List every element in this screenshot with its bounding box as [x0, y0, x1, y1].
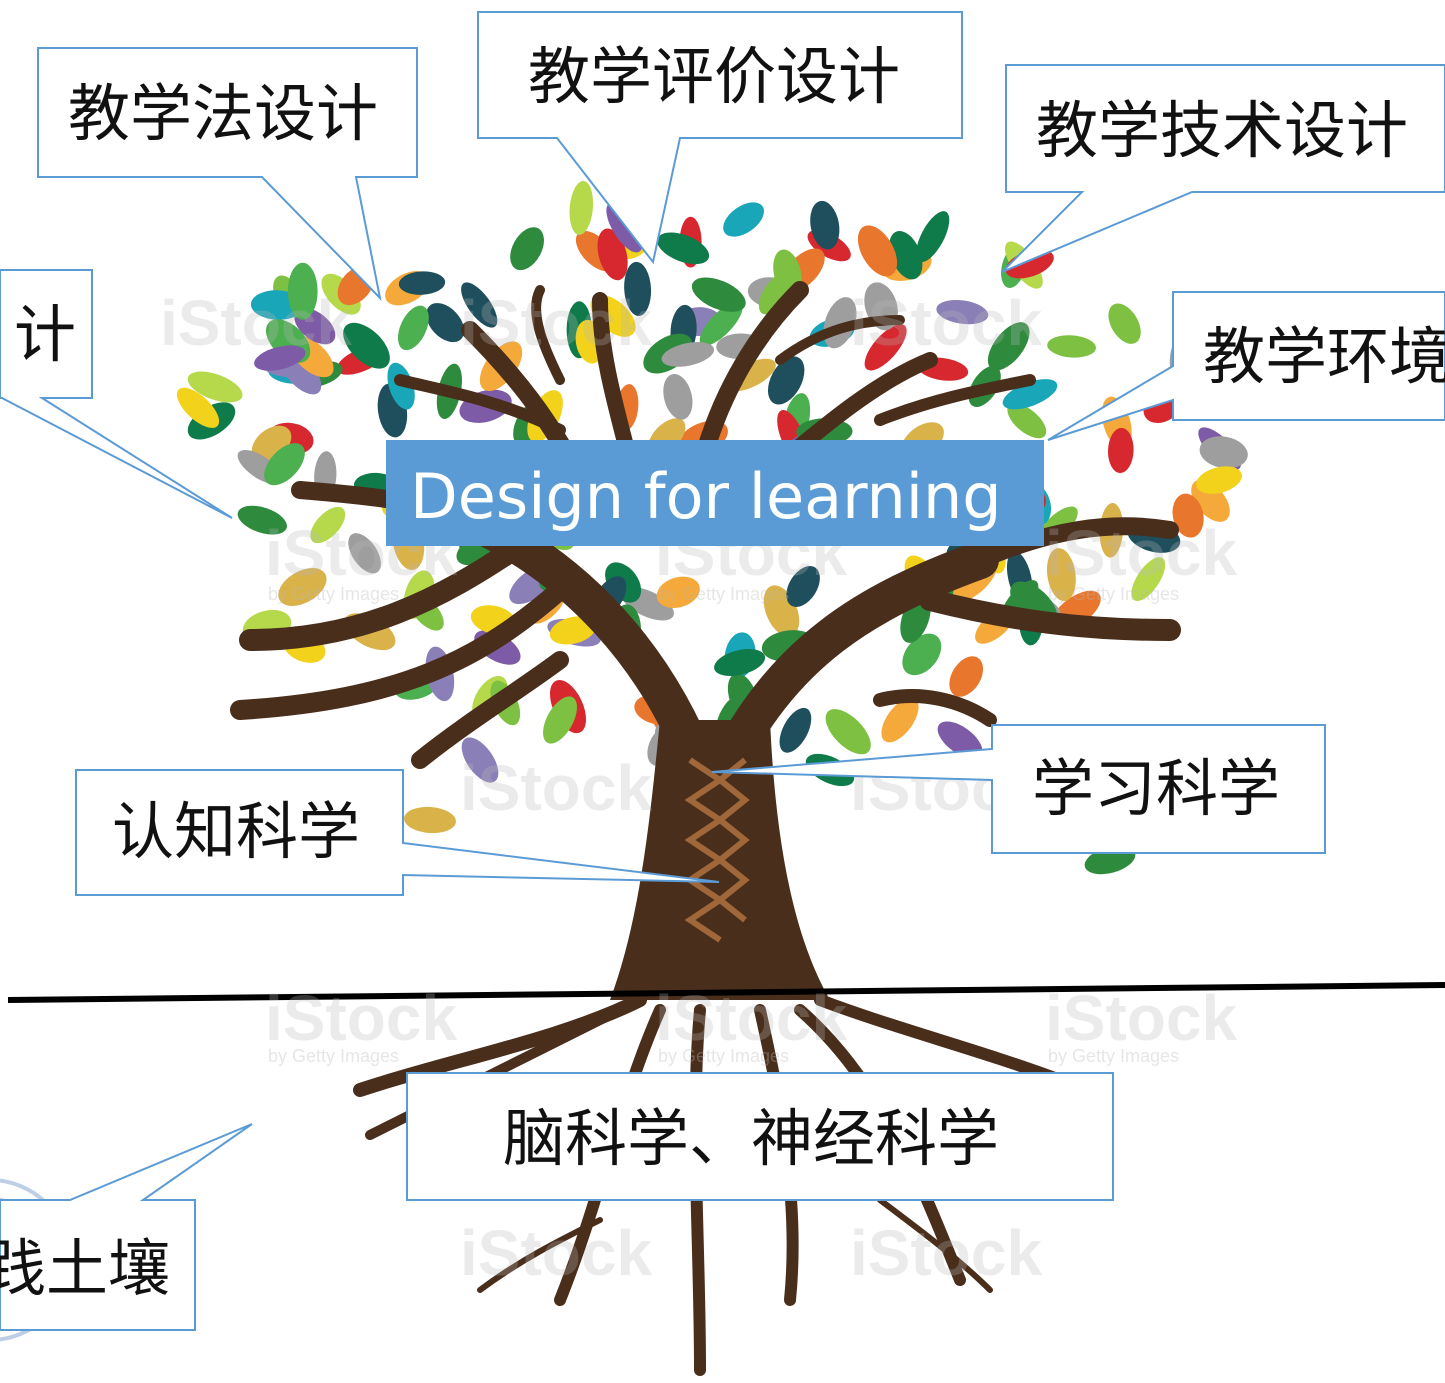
label-learning-science: 学习科学	[1032, 752, 1280, 825]
label-brain-neuroscience: 脑科学、神经科学	[503, 1102, 999, 1175]
leaf	[1196, 466, 1242, 494]
callout-left-partial-shape	[0, 269, 233, 519]
callout-pedagogy-shape	[37, 47, 418, 302]
leaf	[187, 371, 243, 403]
leaf	[987, 322, 1030, 371]
leaf	[810, 200, 840, 250]
leaf	[1046, 548, 1076, 602]
label-pedagogy: 教学法设计	[68, 77, 378, 150]
leaf	[1007, 403, 1047, 439]
watermark-subtext: by Getty Images	[658, 1046, 789, 1066]
watermark-text: iStock	[850, 287, 1042, 359]
leaf	[569, 180, 594, 235]
leaf	[343, 322, 390, 369]
leaf	[786, 566, 820, 607]
leaf	[461, 282, 498, 328]
leaf	[1002, 379, 1058, 410]
label-cognitive-science: 认知科学	[112, 795, 360, 868]
leaf	[1199, 436, 1248, 469]
leaf	[1131, 557, 1166, 602]
leaf	[723, 202, 765, 237]
leaf	[426, 303, 465, 343]
leaf	[937, 721, 983, 759]
callout-cognitive-shape	[75, 769, 720, 896]
leaf	[825, 709, 871, 755]
leaf	[657, 232, 710, 265]
ground-line	[7, 982, 1445, 1003]
leaf	[278, 568, 327, 606]
callouts	[0, 11, 1445, 1331]
label-assessment: 教学评价设计	[528, 40, 900, 113]
watermark-text: iStock	[850, 1217, 1042, 1289]
watermark-text: iStock	[460, 1217, 652, 1289]
leaf	[949, 656, 984, 697]
leaf	[398, 271, 446, 295]
leaf	[176, 387, 220, 428]
leaf	[624, 261, 652, 316]
leaf	[461, 737, 499, 783]
leaf	[864, 324, 907, 371]
label-left-partial: 计	[14, 298, 76, 371]
watermark-text: iStock	[460, 287, 652, 359]
leaf	[779, 707, 812, 753]
leaf	[1107, 427, 1134, 474]
leaf	[1108, 303, 1141, 344]
leaf	[699, 301, 743, 346]
leaf	[404, 806, 456, 834]
watermark-text: iStock	[265, 982, 457, 1054]
leaf	[264, 443, 305, 486]
leaf	[881, 697, 919, 743]
leaf	[661, 342, 715, 367]
leaf	[902, 633, 942, 676]
callout-assessment-shape	[477, 11, 963, 265]
leaf	[714, 648, 766, 677]
leaf	[510, 227, 544, 271]
watermark-subtext: by Getty Images	[1048, 1046, 1179, 1066]
leaf	[287, 262, 318, 320]
watermark-text: iStock	[460, 752, 652, 824]
trunk-texture	[684, 757, 750, 943]
leaf	[1047, 335, 1096, 358]
watermark-text: iStock	[160, 287, 352, 359]
leaf	[936, 299, 989, 325]
watermark-subtext: by Getty Images	[268, 584, 399, 604]
callout-technology-shape	[1001, 64, 1445, 273]
callout-learning-shape	[711, 724, 1326, 854]
leaf	[237, 505, 287, 535]
leaf	[691, 277, 746, 312]
leaf	[656, 576, 700, 609]
watermark-subtext: by Getty Images	[268, 1046, 399, 1066]
leaf	[606, 202, 643, 253]
watermark-subtext: by Getty Images	[1048, 584, 1179, 604]
leaf	[348, 533, 381, 574]
callout-soil-shape	[0, 1123, 253, 1331]
title-box	[386, 440, 1044, 546]
leaf	[767, 356, 805, 405]
label-soil: 践土壤	[0, 1232, 170, 1305]
leaf	[310, 506, 346, 544]
leaf	[397, 305, 429, 351]
watermark-text: iStock	[1045, 982, 1237, 1054]
callout-environment-shape	[1047, 291, 1445, 441]
title-text: Design for learning	[410, 460, 1002, 533]
watermark-text: iStock	[1045, 517, 1237, 589]
leaf	[543, 696, 577, 744]
watermark-subtext: by Getty Images	[658, 584, 789, 604]
leaf	[254, 345, 306, 371]
label-environment: 教学环境	[1203, 320, 1445, 393]
callout-brain-shape	[406, 1072, 1114, 1201]
leaf	[1172, 493, 1204, 538]
leaf	[597, 228, 628, 281]
leaf	[857, 225, 898, 277]
watermark-text: iStock	[655, 982, 847, 1054]
leaf	[889, 231, 923, 280]
leaf	[549, 616, 597, 645]
label-technology: 教学技术设计	[1036, 94, 1408, 167]
leaf	[663, 373, 693, 420]
leaf	[916, 211, 950, 263]
